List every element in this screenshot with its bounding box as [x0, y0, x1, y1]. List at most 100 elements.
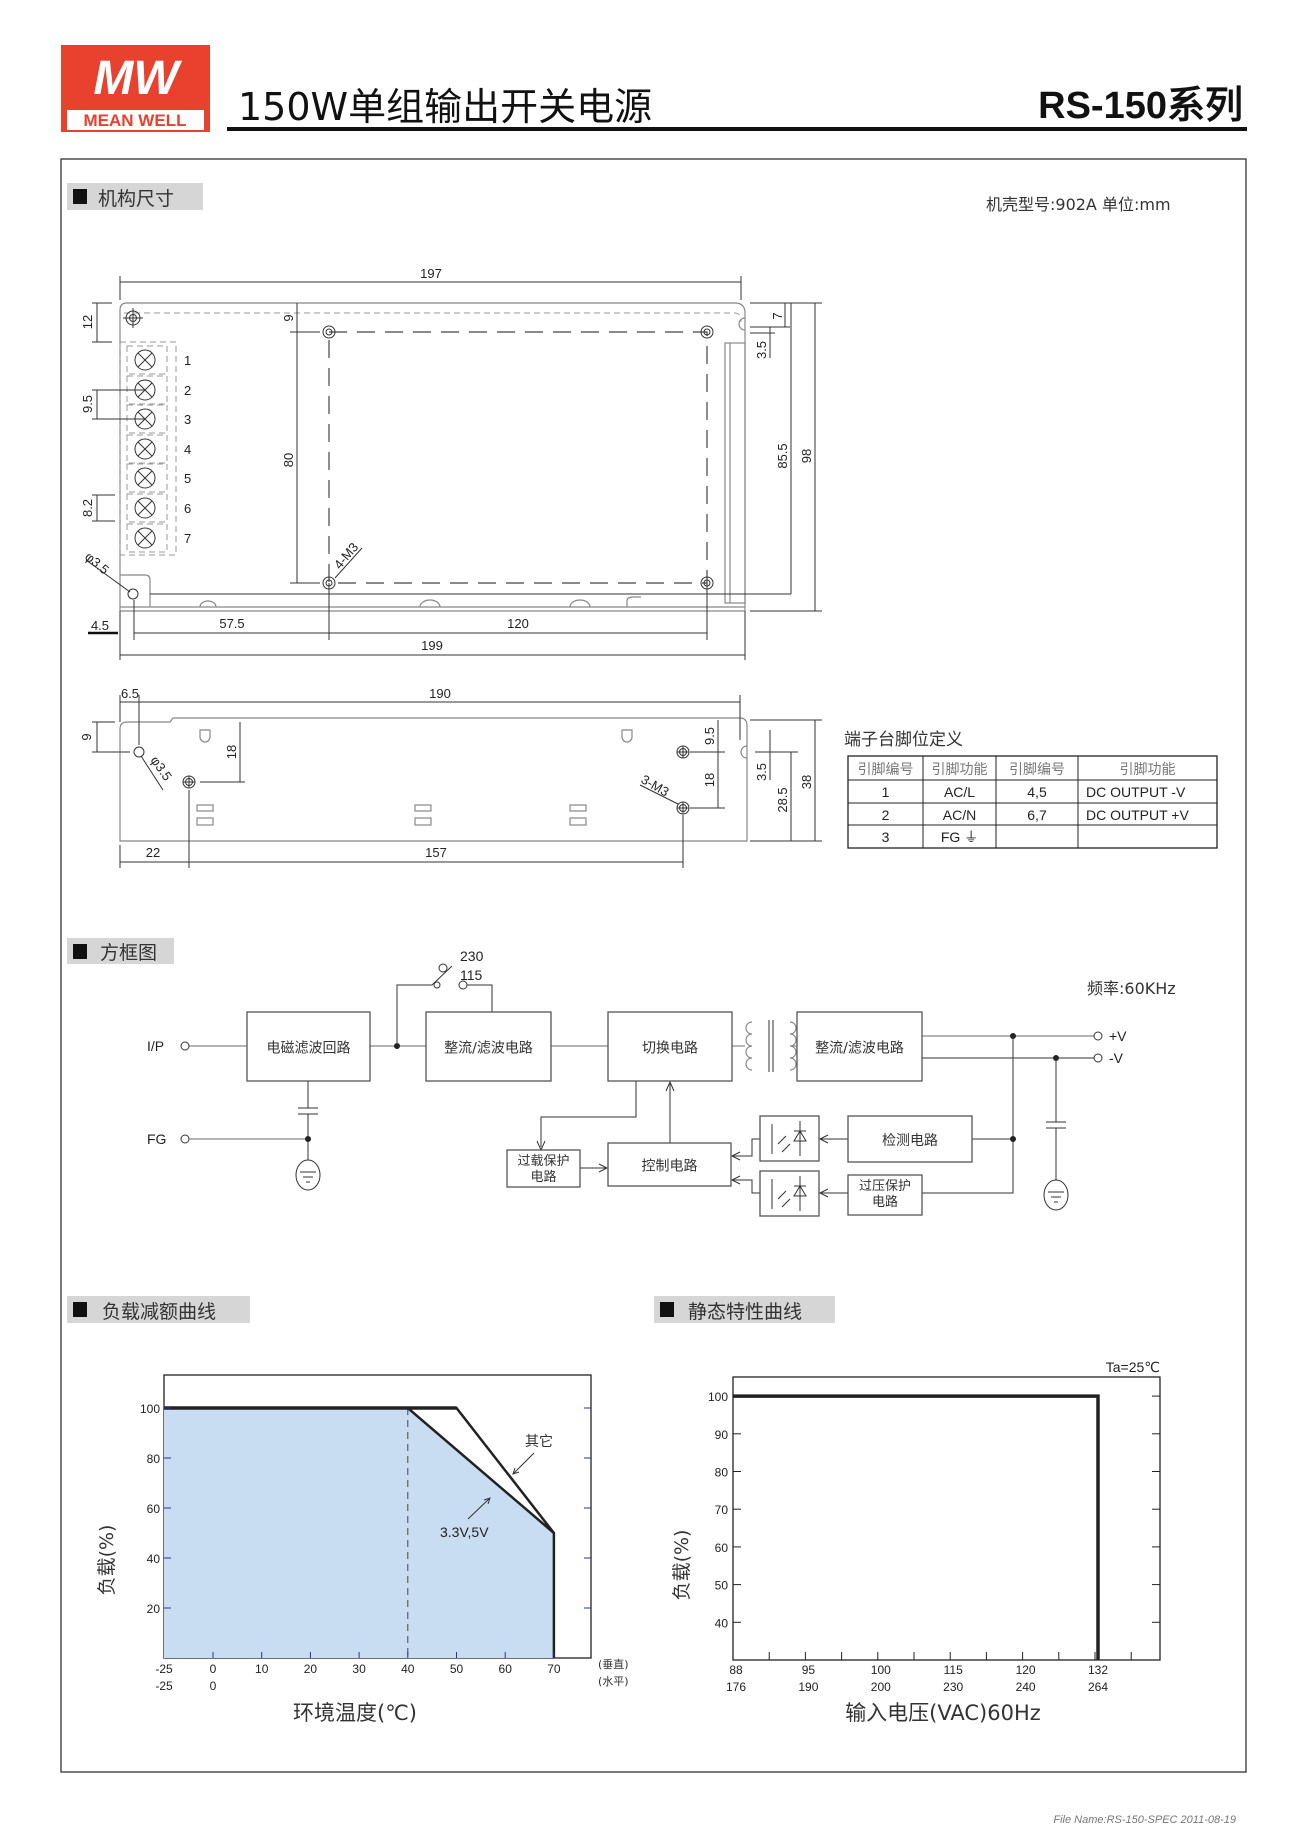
svg-text:方框图: 方框图 [100, 942, 157, 964]
x-tick-label-secondary: 190 [798, 1680, 818, 1694]
block-detect: 检测电路 [847, 1115, 973, 1163]
terminal [126, 434, 168, 464]
series-title: RS-150系列 [1038, 85, 1243, 127]
y-tick-label: 70 [715, 1503, 729, 1517]
m3-hole [182, 775, 196, 789]
block-label: 电路 [872, 1194, 898, 1210]
block-label: 电路 [530, 1169, 556, 1185]
y-tick-label: 60 [147, 1502, 161, 1516]
section-block-header: 方框图 [67, 938, 174, 964]
dim-phi-3-5: φ3.5 [82, 549, 112, 578]
neg-output-label: -V [1109, 1050, 1124, 1066]
side-dim-157: 157 [425, 845, 447, 860]
block-label: 切换电路 [642, 1040, 698, 1057]
vent-slot [196, 804, 214, 826]
terminal-number: 5 [184, 471, 191, 486]
optocoupler-icon [759, 1170, 820, 1217]
mounting-hole [322, 325, 336, 339]
side-dim-38: 38 [799, 775, 814, 789]
title-rule [227, 127, 1247, 131]
x-tick-label: 10 [255, 1662, 269, 1676]
block-label: 电磁滤波回路 [267, 1041, 351, 1057]
block-control: 控制电路 [607, 1142, 732, 1187]
block-label: 检测电路 [882, 1133, 938, 1149]
terminal [126, 345, 168, 375]
y-tick-label: 100 [708, 1390, 728, 1404]
load-line [733, 1394, 1100, 1660]
side-view-drawing [92, 695, 822, 868]
dim-98: 98 [799, 449, 814, 463]
section-static-header: 静态特性曲线 [654, 1296, 835, 1323]
y-tick-label: 20 [147, 1602, 161, 1616]
side-dim-18a: 18 [224, 745, 239, 759]
pin-table-cell: AC/L [944, 784, 975, 800]
terminal [126, 493, 168, 523]
x-tick-label: 132 [1088, 1663, 1108, 1677]
dim-12: 12 [80, 315, 95, 329]
pin-table-cell: 3 [882, 829, 890, 845]
terminal-number: 6 [184, 501, 191, 516]
pin-table-cell: DC OUTPUT -V [1086, 784, 1186, 800]
x-tick-label: 115 [944, 1663, 963, 1677]
y-tick-label: 60 [715, 1541, 729, 1555]
x-tick-label: 120 [1016, 1663, 1036, 1677]
pin-table-header: 引脚功能 [1120, 762, 1176, 778]
block-rect2: 整流/滤波电路 [796, 1011, 923, 1082]
block-switch: 切换电路 [607, 1011, 733, 1082]
safe-area-fill [164, 1408, 554, 1658]
pin-table-cell: 6,7 [1027, 807, 1047, 823]
x-tick-label-secondary: 176 [726, 1680, 746, 1694]
block-rect1: 整流/滤波电路 [425, 1011, 552, 1082]
vent-slot [569, 804, 587, 826]
dim-9: 9 [281, 314, 296, 321]
derating-note-vertical: (垂直) [598, 1657, 629, 1671]
pin-table-cell: 1 [882, 784, 890, 800]
switch-230-label: 230 [460, 948, 484, 964]
side-dim-9-5: 9.5 [702, 727, 717, 745]
pin-table-cell: FG ⏚ [941, 829, 978, 845]
side-dim-phi: φ3.5 [148, 753, 175, 783]
dim-4-5: 4.5 [91, 618, 109, 633]
block-label: 整流/滤波电路 [444, 1041, 533, 1057]
section-derating-header: 负载减额曲线 [67, 1296, 250, 1323]
dim-9-5: 9.5 [80, 395, 95, 413]
static-chart: 4050607080901008817695190100200115230120… [708, 1376, 1161, 1694]
x-tick-label: 100 [871, 1663, 891, 1677]
y-tick-label: 40 [715, 1616, 729, 1630]
pin-table-title: 端子台脚位定义 [844, 730, 963, 750]
terminal-number: 3 [184, 412, 191, 427]
dim-197: 197 [420, 266, 442, 281]
x-tick-label: 70 [547, 1662, 561, 1676]
x-tick-label-secondary: 264 [1088, 1680, 1108, 1694]
dim-57-5: 57.5 [219, 616, 244, 631]
x-tick-label: 20 [304, 1662, 318, 1676]
x-tick-label: 0 [210, 1662, 217, 1676]
dim-120: 120 [507, 616, 529, 631]
terminal-number: 7 [184, 531, 191, 546]
svg-text:MW: MW [93, 52, 182, 105]
y-tick-label: 80 [147, 1452, 161, 1466]
terminal-number: 4 [184, 442, 191, 457]
case-info: 机壳型号:902A 单位:mm [986, 195, 1171, 214]
fg-label: FG [147, 1131, 166, 1147]
svg-text:静态特性曲线: 静态特性曲线 [688, 1301, 802, 1323]
dim-85-5: 85.5 [775, 443, 790, 468]
dim-4-m3: 4-M3 [331, 540, 362, 572]
dim-3-5: 3.5 [754, 341, 769, 359]
x-tick-label-secondary: 230 [943, 1680, 963, 1694]
svg-text:MEAN WELL: MEAN WELL [84, 111, 187, 130]
y-tick-label: 90 [715, 1428, 729, 1442]
pin-table-cell: 4,5 [1027, 784, 1047, 800]
pin-table-cell: DC OUTPUT +V [1086, 807, 1189, 823]
x-tick-label: 88 [729, 1663, 743, 1677]
dim-199: 199 [421, 638, 443, 653]
static-annotation: Ta=25℃ [1106, 1359, 1160, 1375]
terminal-number: 2 [184, 383, 191, 398]
block-label: 控制电路 [642, 1159, 698, 1175]
logo: MW MEAN WELL [61, 45, 210, 132]
x-tick-label-secondary: 240 [1016, 1680, 1036, 1694]
